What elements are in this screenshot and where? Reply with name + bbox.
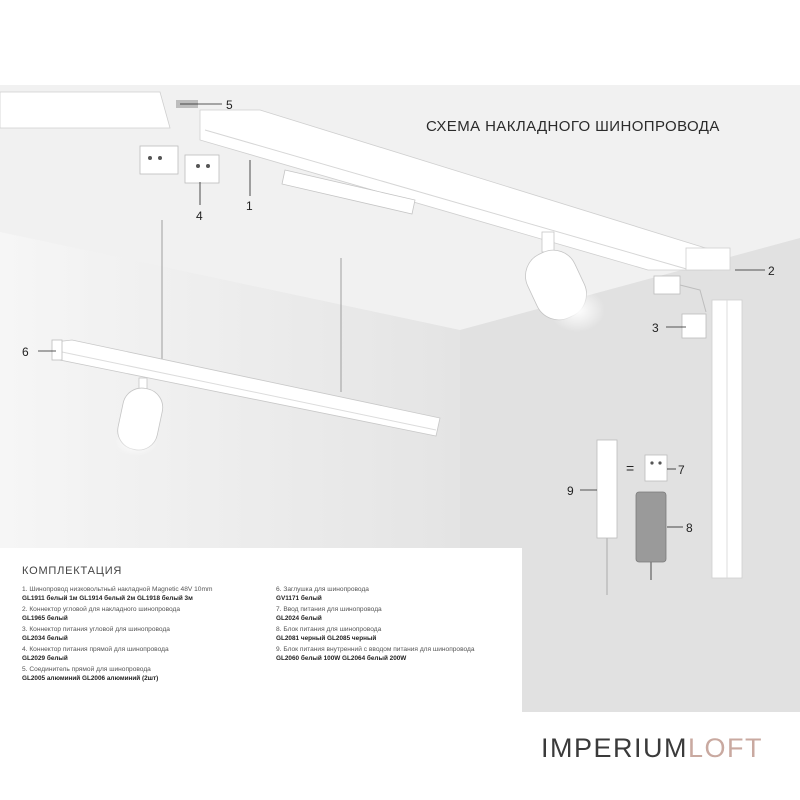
power-input	[644, 454, 668, 482]
diagram-title: СХЕМА НАКЛАДНОГО ШИНОПРОВОДА	[426, 118, 720, 135]
legend-heading: КОМПЛЕКТАЦИЯ	[22, 565, 123, 577]
internal-power-supply	[596, 439, 618, 539]
legend-item-desc: 4. Коннектор питания прямой для шинопров…	[22, 646, 169, 653]
legend-item-desc: 7. Ввод питания для шинопровода	[276, 606, 382, 613]
angled-power-connector-b	[681, 313, 707, 339]
legend-item-desc: 2. Коннектор угловой для накладного шино…	[22, 606, 181, 613]
straight-power-connector-b	[184, 154, 220, 184]
legend-item: 1. Шинопровод низковольтный накладной Ma…	[22, 585, 272, 603]
ceiling-track-left	[0, 91, 171, 129]
legend-right-column: 6. Заглушка для шинопровода GV1171 белый…	[276, 585, 476, 685]
callout-6: 6	[22, 345, 29, 359]
angled-power-connector	[653, 275, 681, 295]
power-supply-block	[635, 491, 667, 563]
legend-item-desc: 1. Шинопровод низковольтный накладной Ma…	[22, 586, 213, 593]
legend-item-codes: GL1965 белый	[22, 615, 68, 622]
legend-item-codes: GL2024 белый	[276, 615, 322, 622]
legend-item-codes: GL2005 алюминий GL2006 алюминий (2шт)	[22, 675, 159, 682]
callout-7: 7	[678, 463, 685, 477]
callout-4: 4	[196, 209, 203, 223]
legend-item: 9. Блок питания внутренний с вводом пита…	[276, 645, 476, 663]
brand-part-1: IMPERIUM	[541, 733, 688, 763]
callout-8: 8	[686, 521, 693, 535]
legend-item: 3. Коннектор питания угловой для шинопро…	[22, 625, 272, 643]
callout-1: 1	[246, 199, 253, 213]
legend-item-desc: 8. Блок питания для шинопровода	[276, 626, 382, 633]
straight-power-connector-a	[139, 145, 179, 175]
brand-part-2: LOFT	[688, 733, 764, 763]
legend: КОМПЛЕКТАЦИЯ 1. Шинопровод низковольтный…	[22, 565, 482, 685]
legend-item: 6. Заглушка для шинопровода GV1171 белый	[276, 585, 476, 603]
legend-item-codes: GV1171 белый	[276, 595, 322, 602]
end-cap	[51, 339, 63, 361]
legend-item-desc: 6. Заглушка для шинопровода	[276, 586, 369, 593]
legend-item: 4. Коннектор питания прямой для шинопров…	[22, 645, 272, 663]
legend-item-codes: GL1911 белый 1м GL1914 белый 2м GL1918 б…	[22, 595, 193, 602]
legend-item: 2. Коннектор угловой для накладного шино…	[22, 605, 272, 623]
legend-left-column: 1. Шинопровод низковольтный накладной Ma…	[22, 585, 272, 685]
legend-item: 7. Ввод питания для шинопровода GL2024 б…	[276, 605, 476, 623]
legend-panel	[0, 548, 522, 712]
equals-sign: =	[626, 460, 634, 476]
legend-item: 5. Соединитель прямой для шинопровода GL…	[22, 665, 272, 683]
brand-logo: IMPERIUMLOFT	[541, 733, 763, 764]
ceiling-linear-light	[281, 169, 416, 215]
legend-item-codes: GL2029 белый	[22, 655, 68, 662]
bottom-band	[0, 712, 800, 800]
legend-item-codes: GL2081 черный GL2085 черный	[276, 635, 377, 642]
legend-item-codes: GL2060 белый 100W GL2064 белый 200W	[276, 655, 407, 662]
legend-item-desc: 5. Соединитель прямой для шинопровода	[22, 666, 151, 673]
corner-connector	[685, 247, 731, 271]
legend-item: 8. Блок питания для шинопровода GL2081 ч…	[276, 625, 476, 643]
legend-item-codes: GL2034 белый	[22, 635, 68, 642]
callout-3: 3	[652, 321, 659, 335]
callout-2: 2	[768, 264, 775, 278]
legend-item-desc: 9. Блок питания внутренний с вводом пита…	[276, 646, 475, 653]
legend-item-desc: 3. Коннектор питания угловой для шинопро…	[22, 626, 170, 633]
callout-5: 5	[226, 98, 233, 112]
callout-9: 9	[567, 484, 574, 498]
ceiling-spot-mount	[541, 231, 555, 253]
